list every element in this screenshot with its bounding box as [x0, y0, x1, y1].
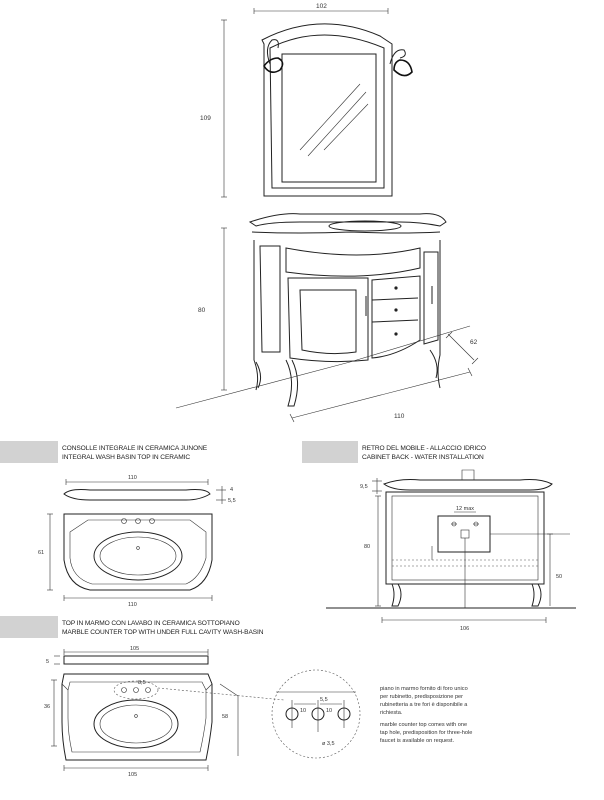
tap-hole-detail: 10 5,5 10 ø 3,5 — [271, 669, 361, 759]
dim-mirror-width: 102 — [316, 3, 327, 10]
integral-rim: 5,5 — [228, 498, 236, 504]
back-title-en: CABINET BACK - WATER INSTALLATION — [362, 454, 484, 461]
marble-small-dim: 8,5 — [138, 680, 146, 686]
dim-mirror-height: 109 — [200, 115, 211, 122]
note-en-line-2: tap hole, predisposition for three-hole — [380, 730, 472, 736]
back-height-dim: 80 — [364, 544, 370, 550]
main-furniture-view: 102 109 — [175, 3, 479, 423]
integral-bottom-width: 110 — [128, 602, 137, 608]
detail-dim-c: 10 — [326, 708, 332, 714]
back-width-dim: 106 — [460, 626, 469, 632]
note-it-line-3: rubinetteria a tre fori è disponibile a — [380, 702, 468, 708]
marble-bottom-width: 105 — [128, 772, 137, 778]
back-drain-dim: 50 — [556, 574, 562, 580]
detail-dim-b: 5,5 — [320, 697, 328, 703]
back-hole-dim: 12 max — [456, 506, 474, 512]
integral-title-en: INTEGRAL WASH BASIN TOP IN CERAMIC — [62, 454, 190, 461]
dim-depth: 62 — [470, 339, 478, 346]
marble-thickness: 5 — [46, 659, 49, 665]
marble-title-en: MARBLE COUNTER TOP WITH UNDER FULL CAVIT… — [62, 629, 264, 636]
left-lamp-icon — [263, 39, 284, 74]
note-it-line-2: per rubinetto, predisposizione per — [380, 694, 463, 700]
integral-depth: 61 — [38, 550, 44, 556]
back-top-dim: 9,5 — [360, 484, 368, 490]
note-en-line-1: marble counter top comes with one — [380, 722, 467, 728]
marble-top-width: 105 — [130, 646, 139, 652]
detail-dim-a: 10 — [300, 708, 306, 714]
note-en-line-3: faucet is available on request. — [380, 738, 454, 744]
note-it-line-4: richiesta. — [380, 710, 403, 716]
dim-base-width: 110 — [394, 413, 405, 420]
section-cabinet-back: RETRO DEL MOBILE - ALLACCIO IDRICO CABIN… — [302, 441, 576, 632]
back-title-it: RETRO DEL MOBILE - ALLACCIO IDRICO — [362, 445, 486, 452]
marble-depth: 36 — [44, 704, 50, 710]
integral-top-width: 110 — [128, 475, 137, 481]
section-marble-top: TOP IN MARMO CON LAVABO IN CERAMICA SOTT… — [0, 616, 285, 778]
detail-diameter: ø 3,5 — [322, 741, 335, 747]
dim-cabinet-height: 80 — [198, 307, 206, 314]
section-integral-basin: CONSOLLE INTEGRALE IN CERAMICA JUNONE IN… — [0, 441, 236, 608]
marble-outer-depth: 58 — [222, 714, 228, 720]
right-lamp-icon — [389, 49, 413, 77]
notes-block: piano in marmo fornito di foro unico per… — [380, 686, 472, 744]
integral-thickness: 4 — [230, 487, 233, 493]
integral-title-it: CONSOLLE INTEGRALE IN CERAMICA JUNONE — [62, 445, 208, 452]
note-it-line-1: piano in marmo fornito di foro unico — [380, 686, 468, 692]
marble-title-it: TOP IN MARMO CON LAVABO IN CERAMICA SOTT… — [62, 620, 240, 627]
